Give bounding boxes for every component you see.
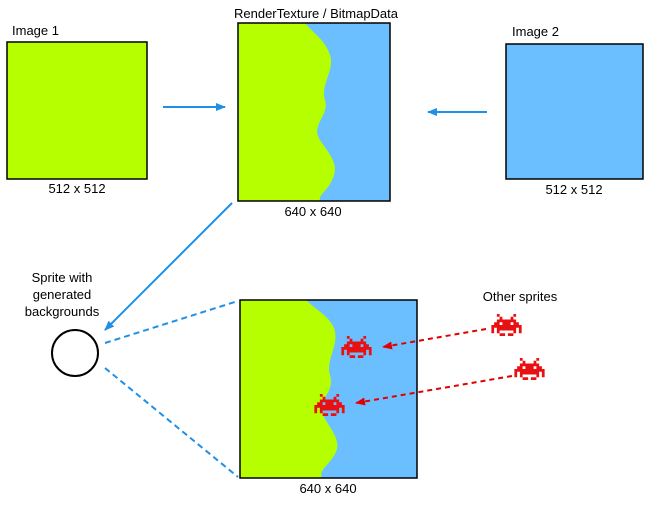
composite-size: 640 x 640 [299, 481, 357, 496]
other-sprites-label: Other sprites [482, 289, 558, 304]
sprite-circle-icon [51, 329, 99, 377]
zoom-line-bottom [104, 367, 239, 478]
image1-size: 512 x 512 [48, 181, 106, 196]
space-invader-icon [491, 314, 522, 336]
render-title: RenderTexture / BitmapData [233, 6, 399, 21]
zoom-line-top [104, 300, 239, 344]
image2-size: 512 x 512 [545, 182, 603, 197]
image1-title: Image 1 [12, 23, 59, 38]
sprite-label: Sprite with generated backgrounds [24, 270, 100, 319]
space-invader-icon [514, 358, 545, 380]
render-size: 640 x 640 [284, 204, 342, 219]
arrow-render-to-sprite [104, 202, 233, 331]
image2-title: Image 2 [512, 24, 559, 39]
image2-box [505, 43, 644, 180]
composite-box [239, 299, 418, 479]
image1-box [6, 41, 148, 180]
render-texture-box [237, 22, 391, 202]
